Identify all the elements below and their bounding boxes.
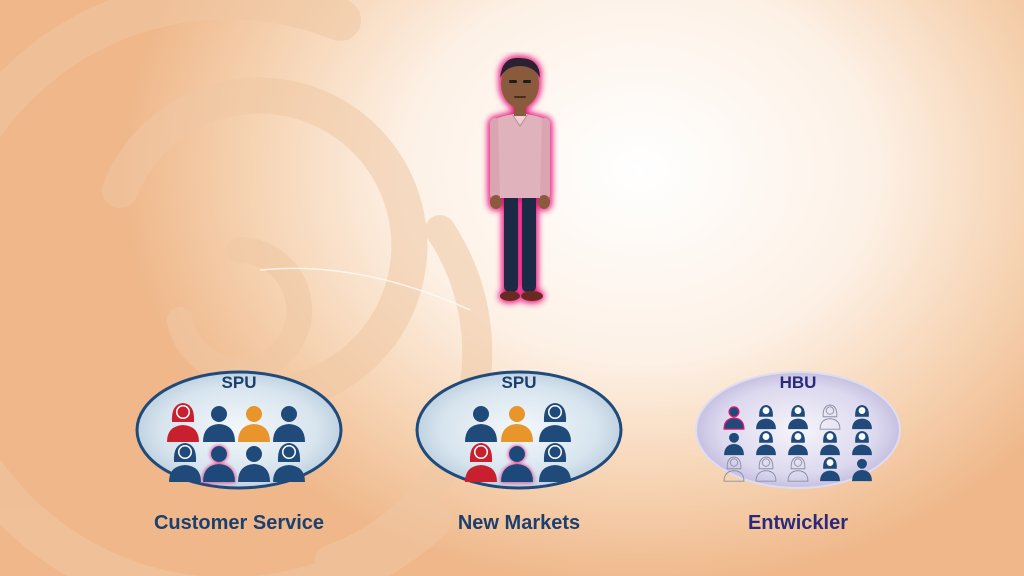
person-icon-highlighted	[501, 446, 533, 482]
woman-icon	[787, 456, 809, 482]
group-oval-new-markets	[415, 370, 623, 490]
woman-icon-red	[167, 403, 199, 442]
person-icon-navy	[203, 406, 235, 442]
woman-icon-navy	[169, 443, 201, 482]
woman-icon	[852, 404, 872, 430]
group-customer-service: SPU	[133, 368, 345, 492]
person-icon-orange	[501, 406, 533, 442]
person-icon	[724, 432, 744, 456]
woman-icon	[852, 430, 872, 456]
person-icon-navy	[238, 446, 270, 482]
group-label-customer-service: Customer Service	[153, 512, 325, 534]
woman-icon	[820, 430, 840, 456]
woman-icon	[820, 456, 840, 482]
group-new-markets: SPU	[413, 368, 625, 492]
group-entwickler: HBU	[692, 368, 904, 492]
group-oval-entwickler	[695, 371, 901, 489]
woman-icon	[755, 456, 777, 482]
person-icon	[852, 458, 872, 482]
person-icon	[723, 406, 745, 430]
woman-icon	[723, 456, 745, 482]
person-icon-orange	[238, 406, 270, 442]
woman-icon	[819, 404, 841, 430]
person-icon-navy	[273, 406, 305, 442]
group-title-hbu: HBU	[779, 373, 817, 392]
woman-icon-navy	[273, 443, 305, 482]
group-label-new-markets: New Markets	[457, 512, 581, 534]
woman-icon	[788, 430, 808, 456]
person-icon-highlighted	[203, 446, 235, 482]
woman-icon-red	[465, 443, 497, 482]
woman-icon-navy	[539, 443, 571, 482]
group-title-spu: SPU	[501, 373, 537, 392]
woman-icon-navy	[539, 403, 571, 442]
woman-icon	[756, 430, 776, 456]
woman-icon	[788, 404, 808, 430]
group-label-entwickler: Entwickler	[747, 512, 849, 534]
group-title-spu: SPU	[221, 373, 257, 392]
group-oval-customer-service	[135, 370, 343, 490]
manager-figure	[490, 57, 550, 301]
person-icon-navy	[465, 406, 497, 442]
woman-icon	[756, 404, 776, 430]
